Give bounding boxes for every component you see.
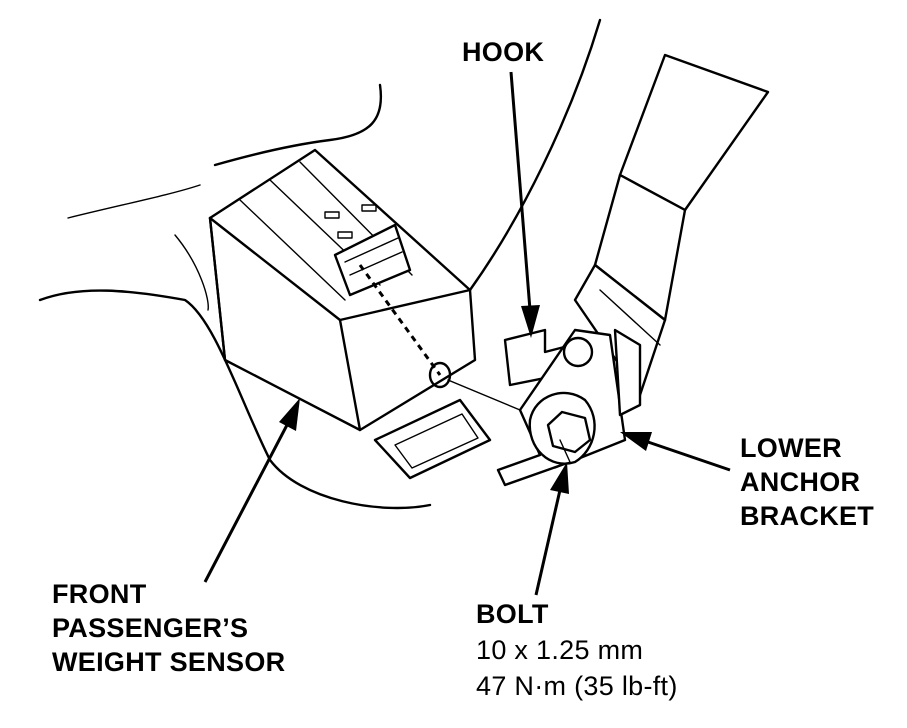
- leader-bolt: [534, 462, 569, 596]
- bolt-size-spec: 10 x 1.25 mm: [476, 635, 644, 665]
- lower-anchor-bracket-label-line3: BRACKET: [740, 501, 875, 531]
- seat-cushion-outline: [38, 18, 602, 510]
- lower-anchor-bracket-label-line2: ANCHOR: [740, 467, 861, 497]
- weight-sensor-label-line3: WEIGHT SENSOR: [52, 647, 286, 677]
- lower-anchor-bracket-shape: [496, 328, 642, 487]
- hook-label: HOOK: [462, 37, 545, 67]
- weight-sensor-label-line1: FRONT: [52, 579, 147, 609]
- weight-sensor-housing: [208, 148, 521, 480]
- seat-belt-strap: [573, 53, 770, 397]
- lower-anchor-bracket-label-line1: LOWER: [740, 433, 842, 463]
- weight-sensor-label-line2: PASSENGER’S: [52, 613, 249, 643]
- bolt-torque-spec: 47 N·m (35 lb-ft): [476, 671, 678, 701]
- leader-lower-anchor: [620, 432, 731, 472]
- leader-hook: [509, 71, 540, 338]
- bolt-label: BOLT: [476, 599, 549, 629]
- leader-weight-sensor: [203, 398, 300, 583]
